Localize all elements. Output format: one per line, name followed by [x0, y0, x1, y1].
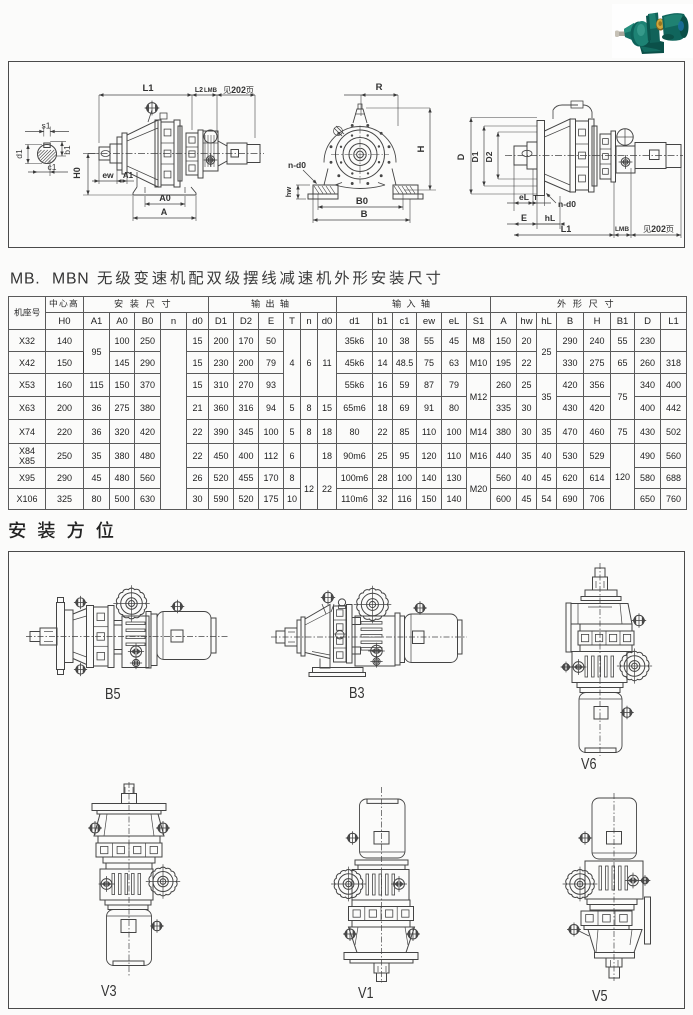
svg-text:MBN: MBN — [52, 271, 90, 288]
svg-text:H0: H0 — [72, 167, 82, 179]
svg-text:A0: A0 — [159, 193, 171, 203]
svg-text:H: H — [416, 145, 427, 152]
svg-text:hw: hw — [284, 187, 293, 198]
svg-text:E: E — [521, 213, 527, 223]
svg-text:202: 202 — [231, 85, 246, 95]
svg-text:B: B — [361, 209, 368, 220]
svg-text:n-d0: n-d0 — [288, 160, 306, 170]
svg-text:L2: L2 — [195, 87, 203, 94]
svg-text:ew: ew — [102, 170, 114, 180]
svg-text:hL: hL — [545, 213, 555, 223]
svg-text:R: R — [376, 82, 383, 93]
svg-text:D2: D2 — [484, 151, 494, 162]
svg-text:b1: b1 — [62, 145, 72, 155]
svg-text:n-d0: n-d0 — [558, 199, 576, 209]
svg-text:D: D — [456, 153, 466, 160]
svg-text:A1: A1 — [123, 171, 134, 180]
svg-text:A: A — [161, 207, 168, 217]
svg-text:c1: c1 — [48, 162, 57, 172]
svg-text:s1: s1 — [42, 121, 51, 131]
svg-text:D1: D1 — [470, 151, 480, 162]
svg-text:T: T — [533, 193, 538, 202]
svg-text:L1: L1 — [561, 224, 572, 234]
svg-text:202: 202 — [651, 224, 666, 234]
svg-text:eL: eL — [519, 192, 529, 202]
svg-text:B0: B0 — [356, 196, 368, 207]
svg-text:LMB: LMB — [615, 226, 629, 233]
svg-text:LMB: LMB — [204, 88, 218, 94]
svg-text:L1: L1 — [142, 83, 154, 94]
svg-text:d1: d1 — [14, 149, 24, 159]
svg-text:MB.: MB. — [10, 271, 40, 288]
